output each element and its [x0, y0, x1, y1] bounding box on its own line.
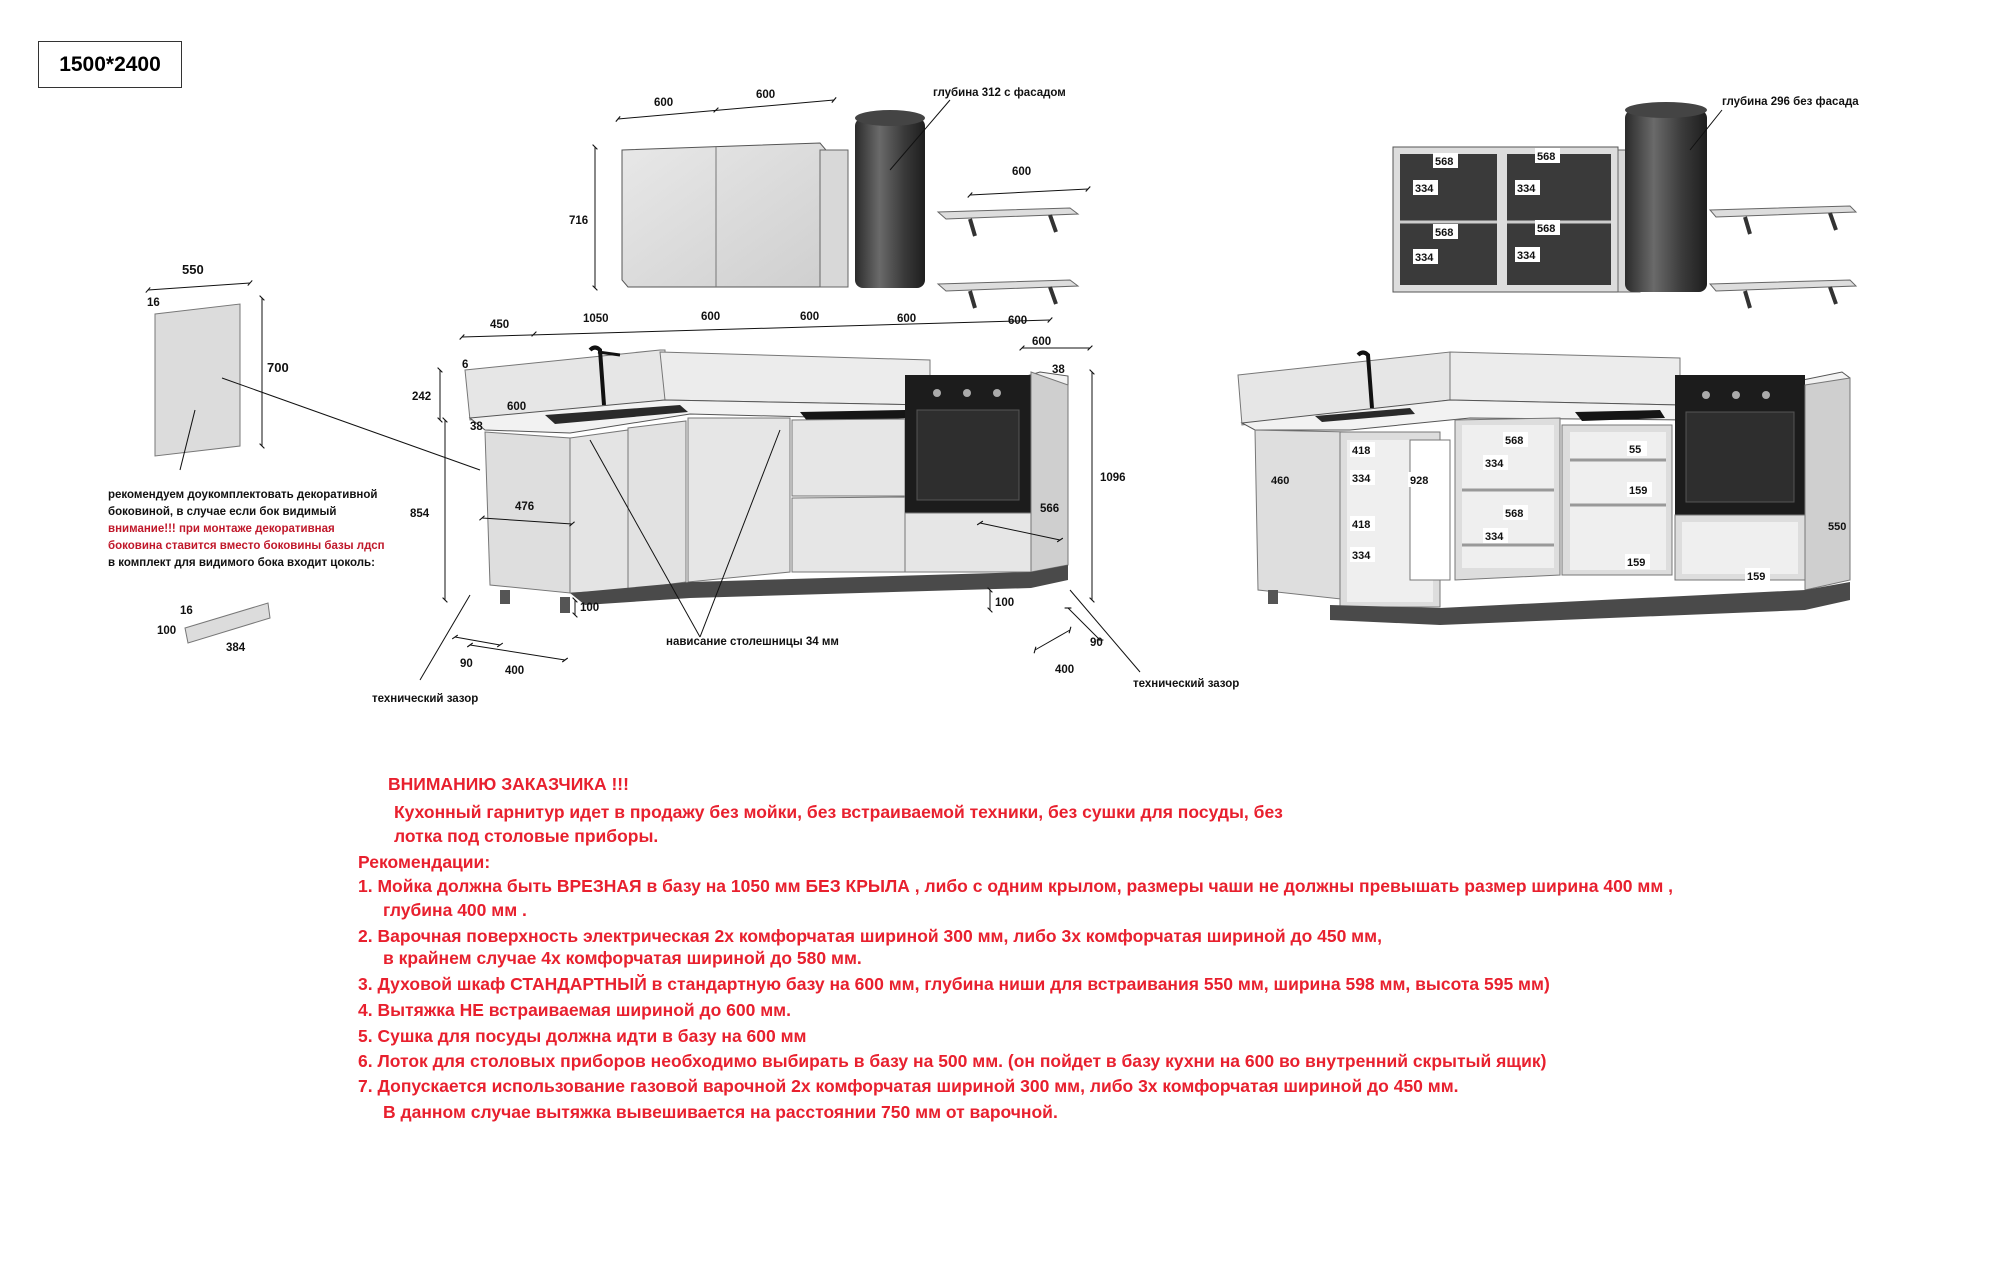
side-panel-note: рекомендуем доукомплектовать декоративно… — [108, 487, 385, 572]
dim-base-600-b: 600 — [800, 311, 819, 323]
dim-base-1050: 1050 — [583, 313, 609, 325]
left-hood — [855, 110, 925, 288]
rec-1b: глубина 400 мм . — [383, 900, 527, 920]
dim-leg-100-left: 100 — [580, 602, 599, 614]
overhang-note: нависание столешницы 34 мм — [666, 636, 839, 648]
b-334-c: 334 — [1485, 458, 1504, 470]
left-upper-dims — [592, 97, 1091, 291]
b-334-b: 334 — [1352, 550, 1371, 562]
rec-5: 5. Сушка для посуды должна идти в базу н… — [358, 1026, 807, 1046]
dim-panel-thickness: 16 — [147, 297, 160, 309]
dim-depth-566: 566 — [1040, 503, 1059, 515]
side-note-line1: рекомендуем доукомплектовать декоративно… — [108, 489, 378, 501]
uw-334-d: 334 — [1517, 250, 1536, 262]
rec-4: 4. Вытяжка НЕ встраиваемая шириной до 60… — [358, 1000, 791, 1020]
rec-1a: 1. Мойка должна быть ВРЕЗНАЯ в базу на 1… — [358, 876, 1674, 896]
size-label: 1500*2400 — [38, 41, 182, 88]
recommendations-heading: Рекомендации: — [358, 852, 491, 872]
dim-base-600-d: 600 — [1008, 315, 1027, 327]
dim-upper-600-a: 600 — [654, 97, 673, 109]
notice-intro-1: Кухонный гарнитур идет в продажу без мой… — [394, 802, 1283, 822]
b-159-a: 159 — [1629, 485, 1647, 497]
dim-gap-90-right: 90 — [1090, 637, 1103, 649]
side-note-line4: боковина ставится вместо боковины базы л… — [108, 540, 385, 552]
rec-7b: В данном случае вытяжка вывешивается на … — [383, 1102, 1058, 1122]
plinth-piece — [184, 602, 271, 644]
b-568-b: 568 — [1505, 508, 1523, 520]
side-note-warning: внимание!!! — [108, 523, 176, 535]
decor-side-panel — [145, 280, 481, 471]
b-55: 55 — [1629, 444, 1641, 456]
dim-right-600: 600 — [1032, 336, 1051, 348]
dim-panel-height: 700 — [267, 360, 289, 375]
left-shelves — [936, 207, 1080, 309]
dim-gap-90-left: 90 — [460, 658, 473, 670]
b-568-a: 568 — [1505, 435, 1523, 447]
right-base-labels: 460 418 334 418 334 928 568 334 568 334 … — [1271, 432, 1846, 583]
right-base-cabinets-open — [1237, 350, 1851, 625]
dim-gap-400-left: 400 — [505, 665, 524, 677]
rec-2b: в крайнем случае 4х комфорчатая шириной … — [383, 948, 862, 968]
dim-plinth-100: 100 — [157, 625, 176, 637]
rec-3: 3. Духовой шкаф СТАНДАРТНЫЙ в стандартну… — [358, 974, 1550, 994]
side-note-line2: боковиной, в случае если бок видимый — [108, 506, 337, 518]
dim-base-600-c: 600 — [897, 313, 916, 325]
tech-gap-left: технический зазор — [372, 693, 478, 705]
dim-height-1096: 1096 — [1100, 472, 1126, 484]
dim-sink-600: 600 — [507, 401, 526, 413]
dim-top-38-left: 38 — [470, 421, 483, 433]
dim-gap-400-right: 400 — [1055, 664, 1074, 676]
b-460: 460 — [1271, 475, 1289, 487]
b-418-b: 418 — [1352, 519, 1370, 531]
dim-top-38-right: 38 — [1052, 364, 1065, 376]
dim-leg-100-right: 100 — [995, 597, 1014, 609]
dim-panel-width: 550 — [182, 262, 204, 277]
rec-2a: 2. Варочная поверхность электрическая 2х… — [358, 926, 1382, 946]
side-note-line3: при монтаже декоративная — [175, 523, 335, 535]
rec-7a: 7. Допускается использование газовой вар… — [358, 1076, 1459, 1096]
left-base-dims — [419, 317, 1141, 681]
dim-height-854: 854 — [410, 508, 430, 520]
tech-gap-right: технический зазор — [1133, 678, 1239, 690]
dim-base-450: 450 — [490, 319, 509, 331]
b-550: 550 — [1828, 521, 1846, 533]
uw-568-c: 568 — [1435, 227, 1453, 239]
uw-568-d: 568 — [1537, 223, 1555, 235]
dim-plinth-16: 16 — [180, 605, 193, 617]
dim-gap-6: 6 — [462, 359, 468, 371]
uw-334-b: 334 — [1517, 183, 1536, 195]
notice-intro-2: лотка под столовые приборы. — [394, 826, 659, 846]
dim-shelf-width: 600 — [1012, 166, 1031, 178]
dim-upper-600-b: 600 — [756, 89, 775, 101]
uw-334-a: 334 — [1415, 183, 1434, 195]
rec-6: 6. Лоток для столовых приборов необходим… — [358, 1051, 1547, 1071]
hood-depth-right: глубина 296 без фасада — [1722, 96, 1859, 108]
notice-heading: ВНИМАНИЮ ЗАКАЗЧИКА !!! — [388, 774, 629, 794]
dim-base-600-a: 600 — [701, 311, 720, 323]
b-418-a: 418 — [1352, 445, 1370, 457]
right-upper-labels: 568 568 334 334 568 568 334 334 — [1413, 148, 1560, 264]
uw-568-b: 568 — [1537, 151, 1555, 163]
b-334-d: 334 — [1485, 531, 1504, 543]
b-334-a: 334 — [1352, 473, 1371, 485]
dim-plinth-384: 384 — [226, 642, 246, 654]
b-159-b: 159 — [1627, 557, 1645, 569]
side-note-line5: в комплект для видимого бока входит цоко… — [108, 557, 375, 569]
dim-depth-476: 476 — [515, 501, 534, 513]
left-upper-cabinets — [621, 142, 849, 288]
dim-upper-height: 716 — [569, 215, 588, 227]
hood-depth-left: глубина 312 с фасадом — [933, 87, 1066, 99]
uw-334-c: 334 — [1415, 252, 1434, 264]
uw-568-a: 568 — [1435, 156, 1453, 168]
left-base-cabinets — [464, 345, 1069, 613]
right-upper-cabinets-open — [1392, 102, 1858, 309]
dim-backsplash-242: 242 — [412, 391, 431, 403]
b-159-c: 159 — [1747, 571, 1765, 583]
b-928: 928 — [1410, 475, 1428, 487]
